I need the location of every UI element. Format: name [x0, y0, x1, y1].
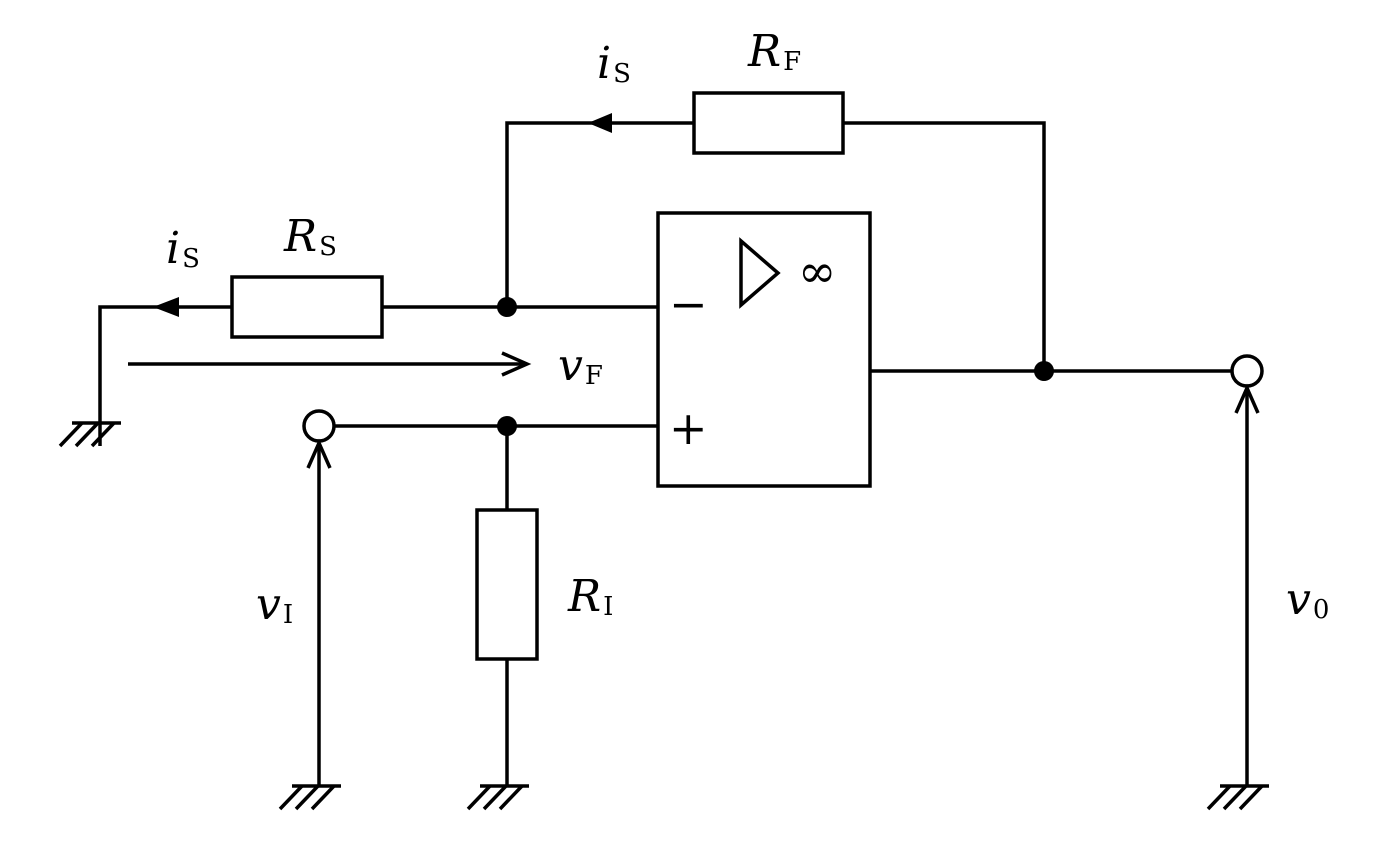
label-vf-main: v — [558, 340, 583, 391]
label-rf: RF — [747, 26, 801, 77]
junction-inverting — [497, 297, 517, 317]
ground-icon-ri — [466, 784, 529, 811]
label-vi: vI — [256, 579, 293, 630]
label-rf-main: R — [747, 26, 781, 77]
label-is-top-main: i — [597, 38, 611, 89]
opamp-noninverting-sign: + — [669, 401, 708, 455]
label-is-left-sub: S — [182, 244, 200, 274]
opamp-body — [656, 211, 872, 488]
label-vo-main: v — [1286, 574, 1311, 625]
resistor-rs — [230, 275, 384, 339]
label-is-left: iS — [166, 223, 200, 274]
feedback-wire — [505, 121, 694, 307]
ground-icon-vi — [278, 784, 341, 811]
label-vi-main: v — [256, 579, 281, 630]
rs-left-wire — [98, 305, 232, 446]
resistor-ri — [475, 508, 539, 661]
current-arrow-left-icon — [153, 297, 179, 317]
label-is-top: iS — [597, 38, 631, 89]
label-is-left-main: i — [166, 223, 180, 274]
opamp-inverting-sign: − — [669, 277, 708, 331]
label-vi-sub: I — [283, 600, 293, 630]
label-rs-main: R — [283, 211, 317, 262]
resistor-rf — [692, 91, 845, 155]
label-ri-sub: I — [603, 592, 613, 622]
label-ri-main: R — [567, 571, 601, 622]
label-vo-sub: 0 — [1313, 595, 1330, 625]
vo-arrowhead-icon — [1234, 383, 1260, 414]
current-arrow-top-icon — [588, 113, 612, 133]
vf-arrowhead-icon — [501, 351, 532, 377]
ground-icon-left — [58, 421, 121, 448]
label-rs-sub: S — [319, 232, 337, 262]
junction-noninverting — [497, 416, 517, 436]
opamp-gain-symbol: ∞ — [798, 244, 836, 298]
label-rs: RS — [283, 211, 337, 262]
label-vo: v0 — [1286, 574, 1329, 625]
label-ri: RI — [567, 571, 613, 622]
label-rf-sub: F — [783, 47, 801, 77]
junction-output — [1034, 361, 1054, 381]
opamp-triangle-icon — [739, 237, 781, 309]
feedback-wire-right — [843, 121, 1046, 371]
input-terminal — [302, 409, 336, 443]
output-terminal — [1230, 354, 1264, 388]
label-vf-sub: F — [585, 361, 603, 391]
vi-arrowhead-icon — [306, 438, 332, 469]
label-is-top-sub: S — [613, 59, 631, 89]
label-vf: vF — [558, 340, 603, 391]
ground-icon-vo — [1206, 784, 1269, 811]
